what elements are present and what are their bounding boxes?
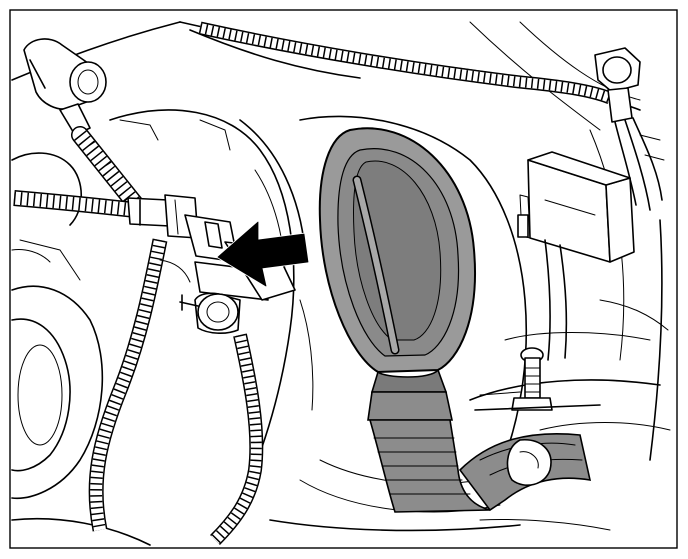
boot-hose bbox=[367, 391, 592, 513]
detail-lines bbox=[11, 119, 669, 531]
harness-top bbox=[198, 21, 613, 105]
mounting-bolt bbox=[474, 347, 601, 411]
arrow-left-icon bbox=[216, 220, 310, 288]
right-block-connector bbox=[517, 151, 635, 361]
lamp-body-left bbox=[11, 152, 151, 546]
harness-lower bbox=[88, 238, 264, 545]
top-right-connector bbox=[594, 47, 665, 211]
dust-cover bbox=[318, 127, 476, 393]
top-left-connector bbox=[23, 38, 107, 136]
